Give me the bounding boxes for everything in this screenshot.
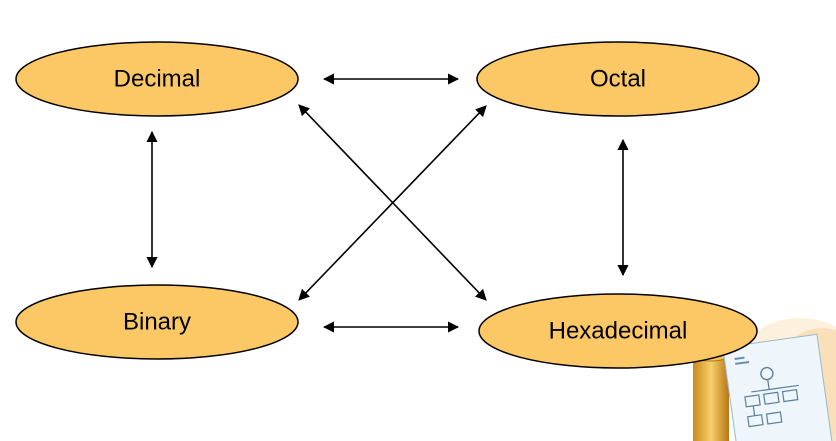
node-hexadecimal-label: Hexadecimal	[549, 318, 688, 345]
node-binary-ellipse	[15, 284, 299, 360]
node-decimal: Decimal	[15, 41, 299, 117]
node-octal-ellipse	[476, 41, 760, 117]
node-octal-label: Octal	[590, 66, 646, 93]
node-binary: Binary	[15, 284, 299, 360]
arrow-octal-binary	[298, 105, 487, 301]
node-decimal-label: Decimal	[114, 66, 201, 93]
node-hexadecimal-ellipse	[478, 293, 758, 369]
node-hexadecimal: Hexadecimal	[478, 293, 758, 369]
node-octal: Octal	[476, 41, 760, 117]
node-binary-label: Binary	[123, 309, 191, 336]
node-decimal-ellipse	[15, 41, 299, 117]
